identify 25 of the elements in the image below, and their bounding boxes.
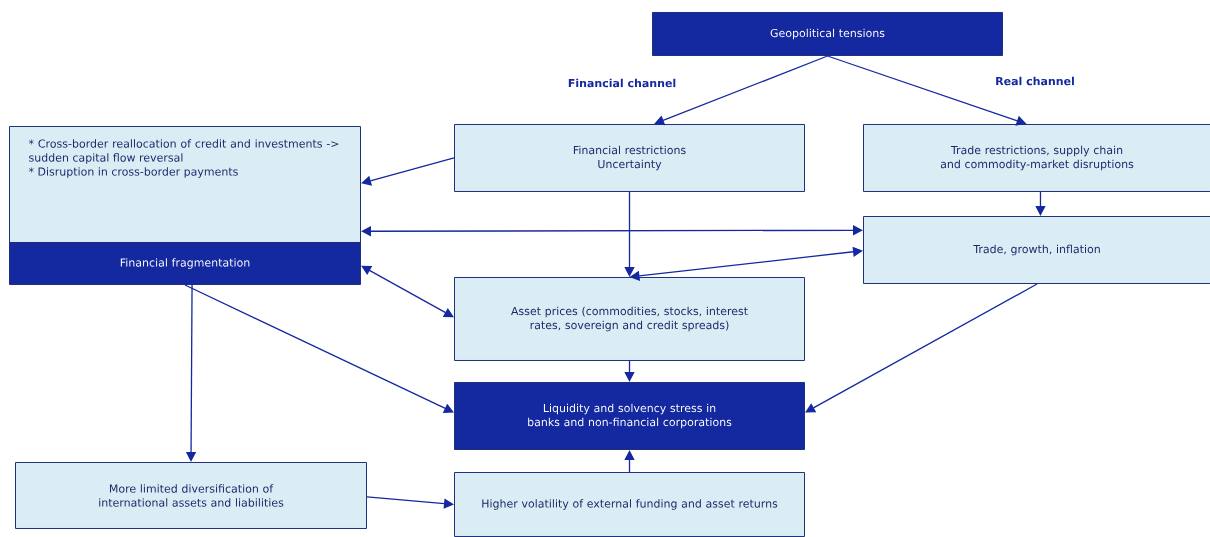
arrow [624,450,635,473]
process-box: Trade, growth, inflation [863,216,1210,284]
process-box: Asset prices (commodities, stocks, interest rates, sovereign and credit spreads) [454,277,805,361]
arrow [184,284,454,413]
process-box: Financial restrictions Uncertainty [454,124,805,192]
arrow [361,265,454,318]
arrow [654,55,829,126]
arrow [805,283,1038,413]
node-label: * Cross-border reallocation of credit and investments -> sudden capital flow reversal [28,139,339,164]
heading-box: Financial fragmentation [9,242,361,285]
node-label: * Disruption in cross-border payments [28,167,238,178]
arrow [361,157,455,186]
heading-box: Liquidity and solvency stress in banks and non-financial corporations [454,382,805,450]
arrow [624,191,635,277]
process-box: More limited diversification of international assets and liabilities [15,462,367,529]
process-box: Trade restrictions, supply chain and commodity-market disruptions [863,124,1210,192]
heading-box: Geopolitical tensions [652,12,1003,56]
arrow [1035,191,1046,216]
arrow [624,360,635,382]
arrow [361,225,863,237]
channel-label: Real channel [996,76,1074,86]
arrow [366,496,454,509]
channel-label: Financial channel [568,78,676,88]
process-box: Higher volatility of external funding and asset returns [454,472,805,537]
process-box [9,126,361,243]
